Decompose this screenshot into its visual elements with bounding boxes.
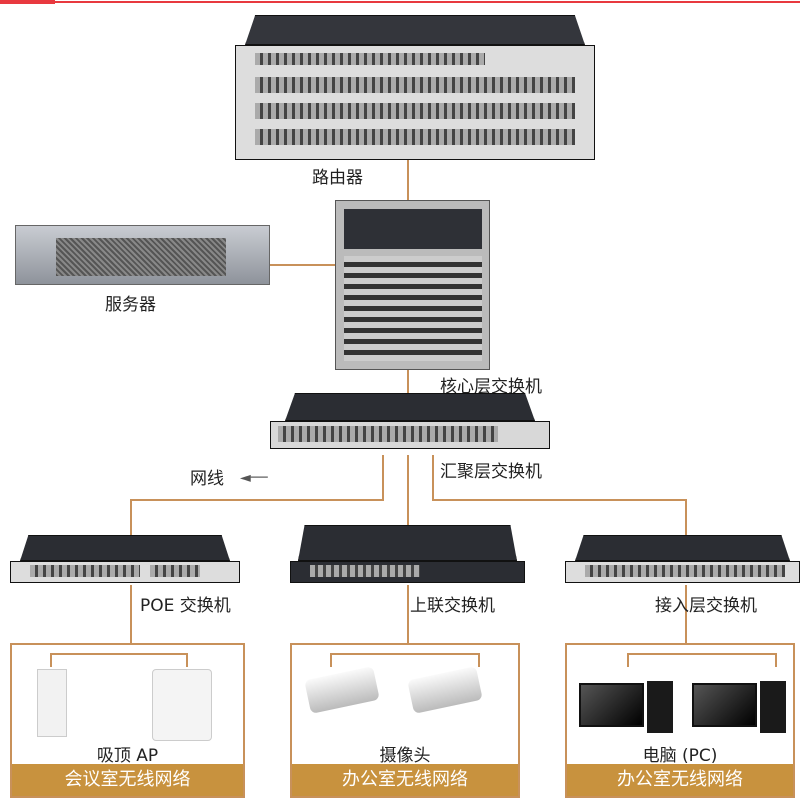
link-right-branch [432,455,434,500]
group-pc: 电脑 (PC) 办公室无线网络 [565,643,795,798]
link-aggregation-down [407,455,409,527]
access-switch-label: 接入层交换机 [655,596,757,616]
top-accent-line [55,1,800,3]
device-label: 摄像头 [379,746,431,766]
top-accent-bar [0,0,55,4]
router-label: 路由器 [312,168,363,188]
device-label: 电脑 (PC) [642,746,718,766]
link-uplink-box [407,585,409,643]
pc-monitor-icon [579,683,644,727]
poe-switch-label: POE 交换机 [140,596,231,616]
server-device [15,225,270,285]
ap-device-icon [152,669,212,741]
group-camera: 摄像头 办公室无线网络 [290,643,520,798]
device-label: 吸顶 AP [96,746,159,766]
link-left-branch [382,455,384,500]
uplink-switch-label: 上联交换机 [410,596,495,616]
link-server-core [270,264,336,266]
aggregation-switch-device [270,393,550,455]
server-label: 服务器 [105,295,156,315]
pc-tower-icon [647,681,673,733]
ap-device-icon [37,669,67,737]
camera-icon [304,666,380,714]
link-to-poe [130,499,132,537]
group-ap: 吸顶 AP 会议室无线网络 [10,643,245,798]
link-horizontal-right [432,499,686,501]
cable-label: 网线 [190,469,224,489]
pc-tower-icon [760,681,786,733]
core-switch-device [335,200,490,370]
poe-switch-device [10,535,240,585]
network-label: 办公室无线网络 [292,764,518,796]
network-label: 会议室无线网络 [12,764,243,796]
link-horizontal-left [130,499,384,501]
network-label: 办公室无线网络 [567,764,793,796]
access-switch-device [565,535,800,585]
router-device [235,15,595,160]
cable-arrow-icon: ◄── [240,470,268,486]
core-switch-label: 核心层交换机 [440,377,542,397]
link-to-access [685,499,687,537]
link-core-aggregation [407,368,409,396]
uplink-switch-device [290,525,525,585]
aggregation-switch-label: 汇聚层交换机 [440,462,542,482]
link-access-box [685,585,687,643]
link-poe-box [130,585,132,643]
link-router-core [407,160,409,205]
camera-icon [407,666,483,714]
pc-monitor-icon [692,683,757,727]
